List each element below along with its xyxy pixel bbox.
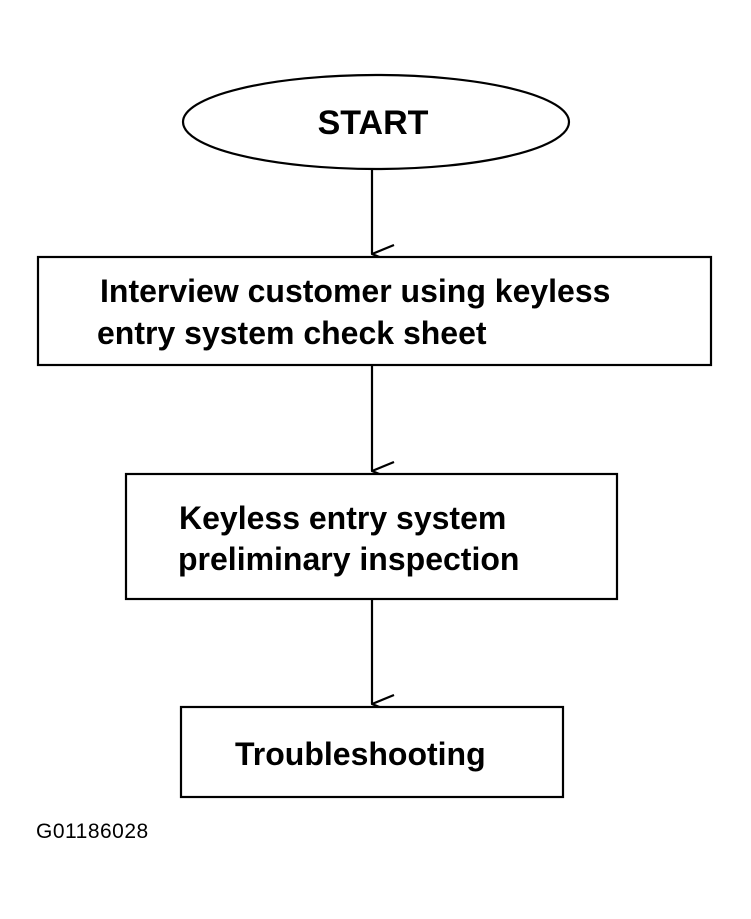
start-node: START bbox=[181, 73, 571, 171]
step-preliminary-inspection: Keyless entry system preliminary inspect… bbox=[124, 472, 619, 601]
step-interview-line2: entry system check sheet bbox=[97, 315, 487, 351]
step-interview-customer: Interview customer using keyless entry s… bbox=[36, 255, 713, 367]
step-troubleshooting: Troubleshooting bbox=[179, 705, 565, 799]
step-interview-line1: Interview customer using keyless bbox=[100, 273, 610, 309]
step-troubleshooting-label: Troubleshooting bbox=[235, 736, 486, 772]
start-label: START bbox=[318, 104, 429, 142]
step-inspection-line1: Keyless entry system bbox=[179, 500, 506, 536]
figure-id: G01186028 bbox=[36, 820, 149, 843]
step-inspection-line2: preliminary inspection bbox=[178, 541, 519, 577]
